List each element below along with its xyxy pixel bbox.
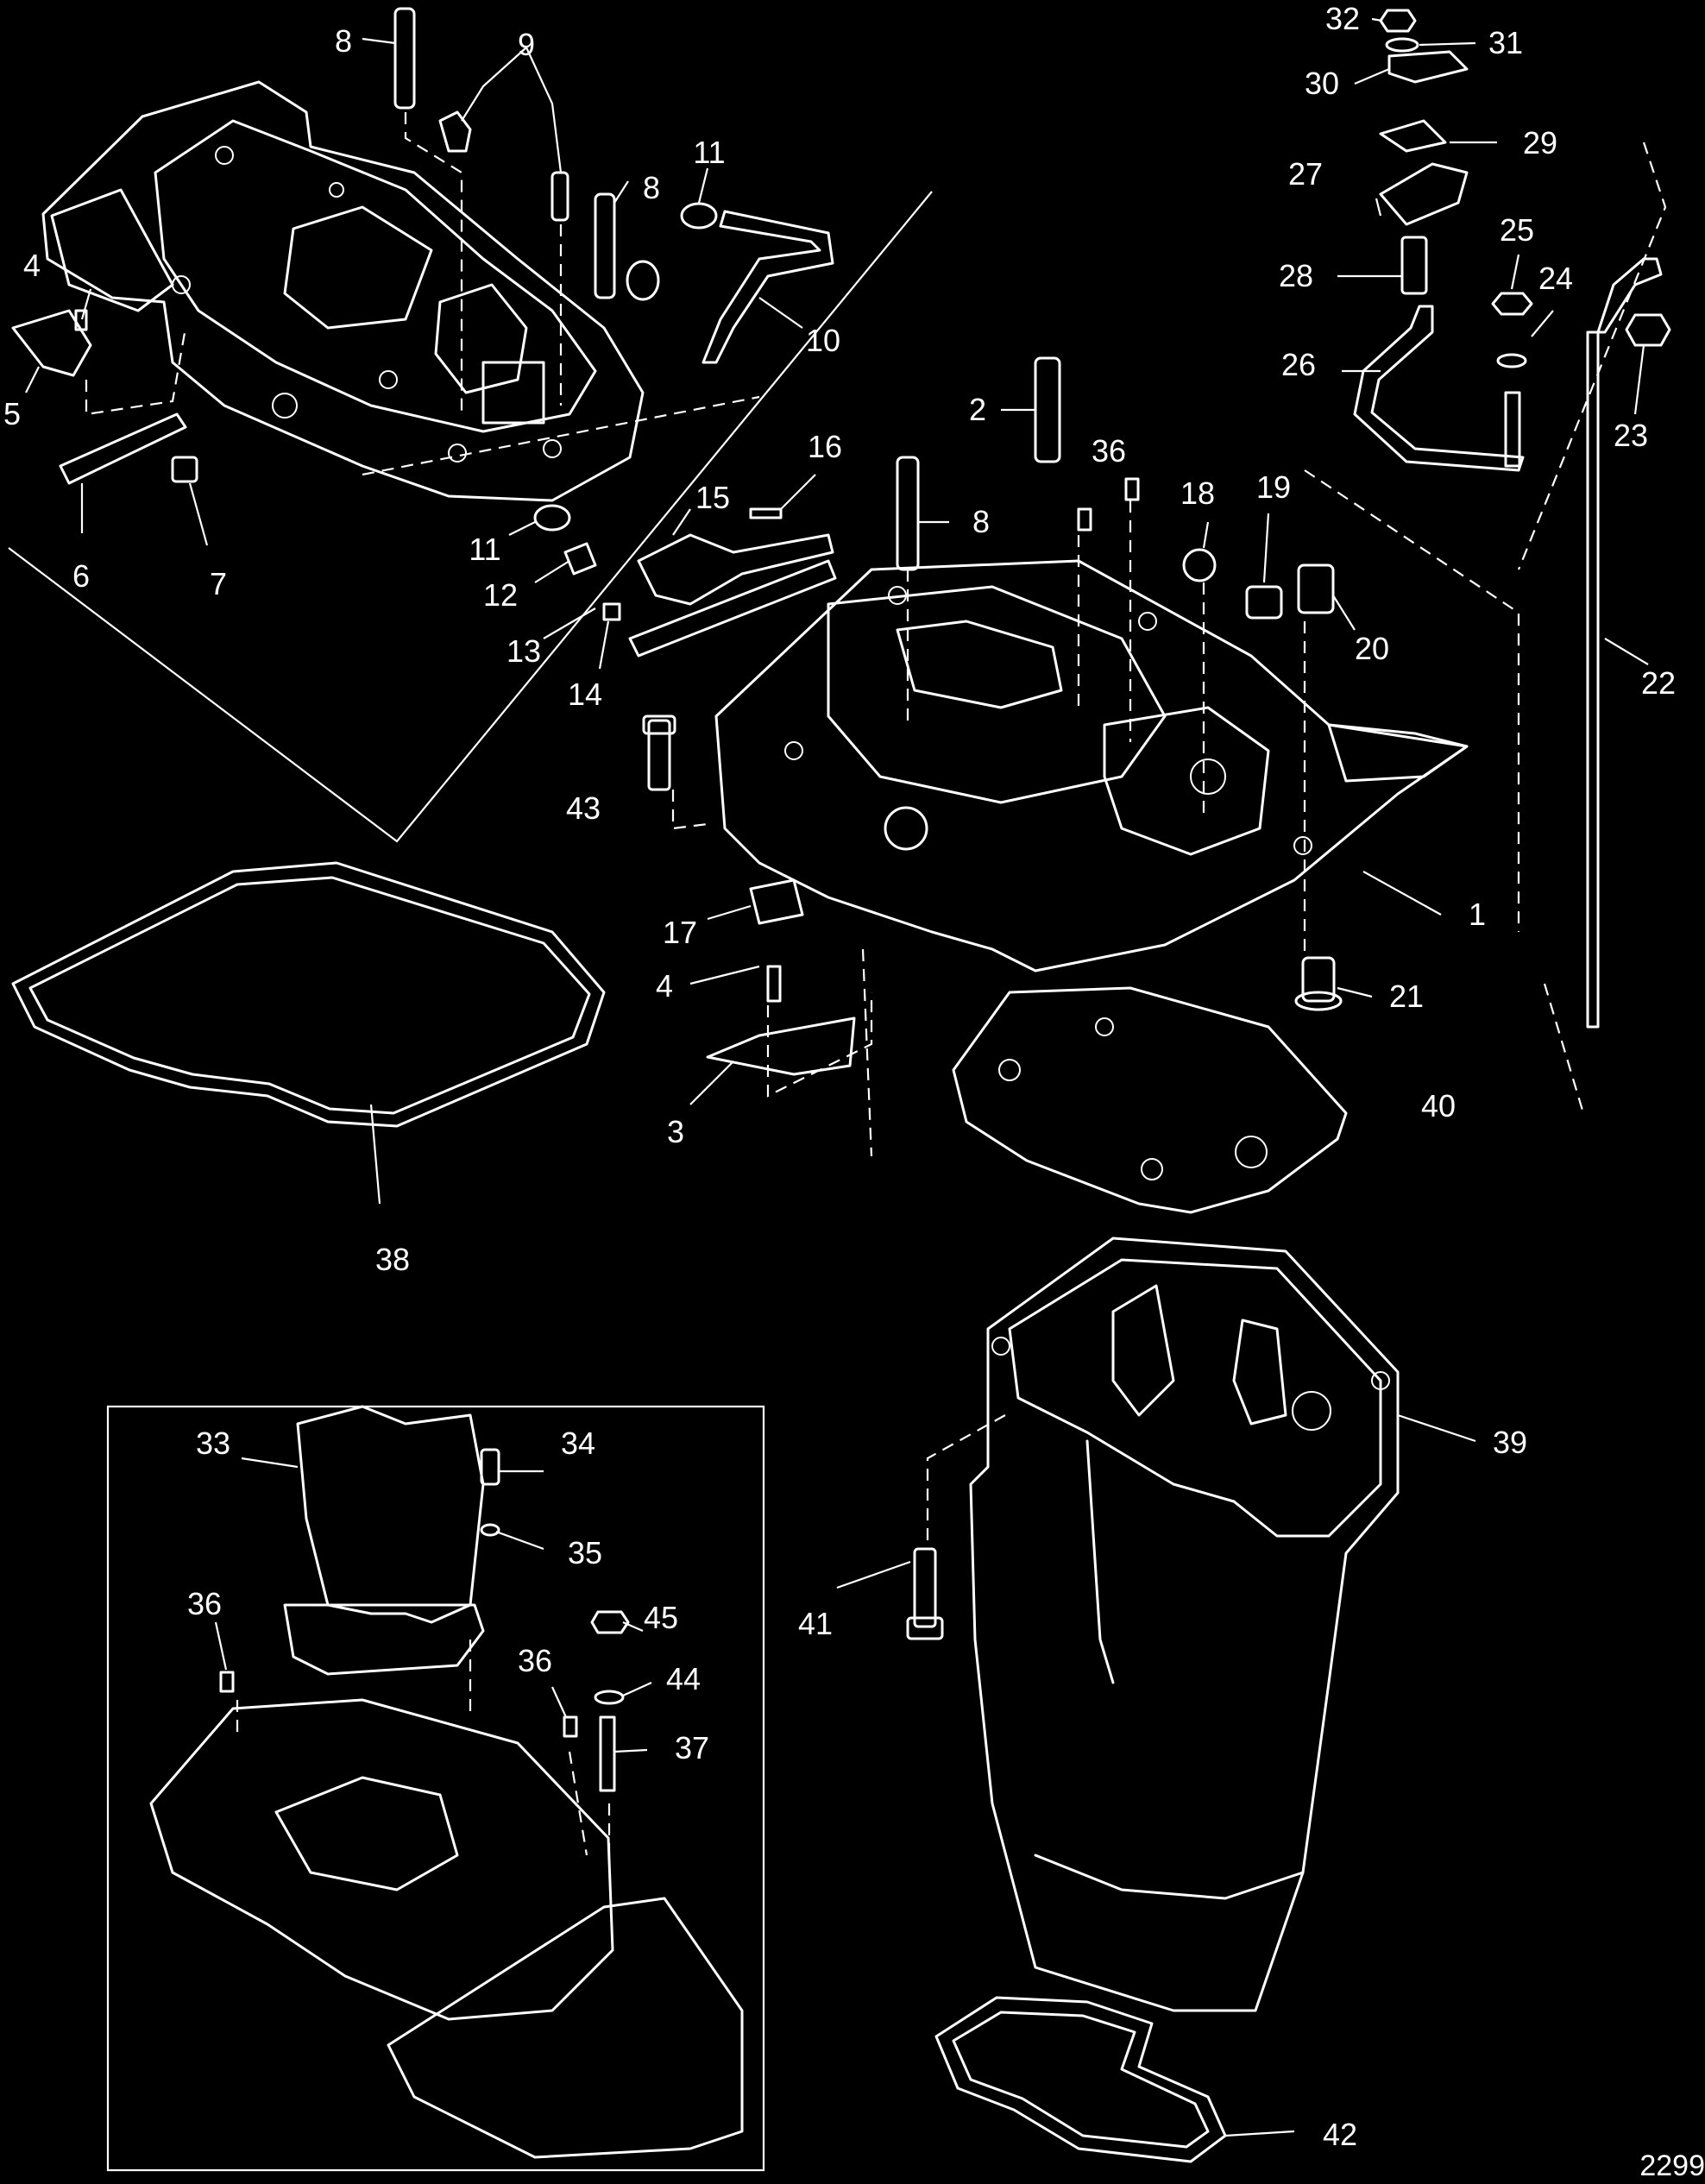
callout-30: 30 [1304, 66, 1340, 101]
callout-44: 44 [665, 1661, 702, 1696]
callout-42: 42 [1322, 2117, 1358, 2152]
callout-24: 24 [1538, 261, 1574, 296]
callout-41: 41 [797, 1606, 834, 1641]
gasket-plate [952, 986, 1348, 1214]
callout-14: 14 [567, 677, 603, 712]
callout-37: 37 [674, 1730, 710, 1765]
callout-36-main: 36 [1091, 433, 1127, 469]
callout-36-inset-2: 36 [517, 1643, 553, 1678]
gasket-large [11, 861, 606, 1128]
callout-28: 28 [1278, 258, 1314, 293]
callout-15: 15 [695, 480, 731, 515]
callout-40: 40 [1420, 1088, 1456, 1123]
callout-8-top: 8 [334, 23, 353, 59]
callout-38: 38 [374, 1242, 411, 1277]
callout-23: 23 [1613, 418, 1649, 453]
callout-6: 6 [72, 558, 91, 594]
callout-20: 20 [1354, 631, 1390, 666]
callout-9: 9 [517, 27, 536, 62]
callout-18: 18 [1180, 475, 1216, 511]
callout-8-main: 8 [972, 504, 991, 539]
assembly-alignment-lines [85, 112, 1667, 1856]
callout-45: 45 [643, 1600, 679, 1635]
callout-26: 26 [1280, 347, 1317, 382]
section-divider-lines [8, 191, 933, 2172]
callout-5: 5 [3, 396, 22, 431]
callout-4-upper: 4 [22, 248, 41, 283]
callout-3: 3 [666, 1114, 685, 1149]
callout-leader-lines [25, 17, 1649, 2137]
callout-43: 43 [565, 790, 601, 826]
callout-16: 16 [807, 429, 843, 464]
callout-22: 22 [1640, 665, 1677, 701]
callout-34: 34 [560, 1426, 596, 1461]
callout-27: 27 [1287, 156, 1324, 192]
callout-12: 12 [482, 577, 519, 613]
callout-17: 17 [662, 915, 698, 950]
callout-35: 35 [567, 1535, 603, 1570]
callout-31: 31 [1488, 25, 1524, 60]
callout-11-lower: 11 [469, 532, 501, 567]
figure-id: 2299 [1639, 2149, 1705, 2182]
callout-4-main: 4 [655, 968, 674, 1004]
shift-linkage-upper-right [1353, 9, 1671, 1029]
inset-detail-assembly [149, 1405, 744, 2159]
callout-39: 39 [1492, 1425, 1528, 1460]
callout-11-upper: 11 [693, 135, 726, 170]
callout-19: 19 [1255, 469, 1292, 505]
callout-29: 29 [1522, 125, 1558, 160]
callout-10: 10 [805, 323, 841, 358]
callout-7: 7 [209, 566, 228, 601]
main-plate-small-parts [642, 356, 1343, 1076]
callout-33: 33 [195, 1426, 231, 1461]
callout-21: 21 [1388, 979, 1425, 1014]
callout-1: 1 [1468, 897, 1487, 932]
adapter-plate-main [714, 559, 1469, 972]
callout-2: 2 [968, 392, 987, 427]
housing-bolt-and-gasket [906, 1547, 1227, 2163]
driveshaft-housing [969, 1237, 1400, 2012]
callout-25: 25 [1499, 212, 1535, 248]
callout-13: 13 [506, 633, 542, 669]
callout-32: 32 [1324, 1, 1361, 36]
adapter-plate-upper-left [41, 80, 645, 502]
upper-left-small-parts [11, 7, 837, 658]
callout-8-upper: 8 [642, 170, 661, 205]
callout-36-inset: 36 [186, 1586, 223, 1621]
